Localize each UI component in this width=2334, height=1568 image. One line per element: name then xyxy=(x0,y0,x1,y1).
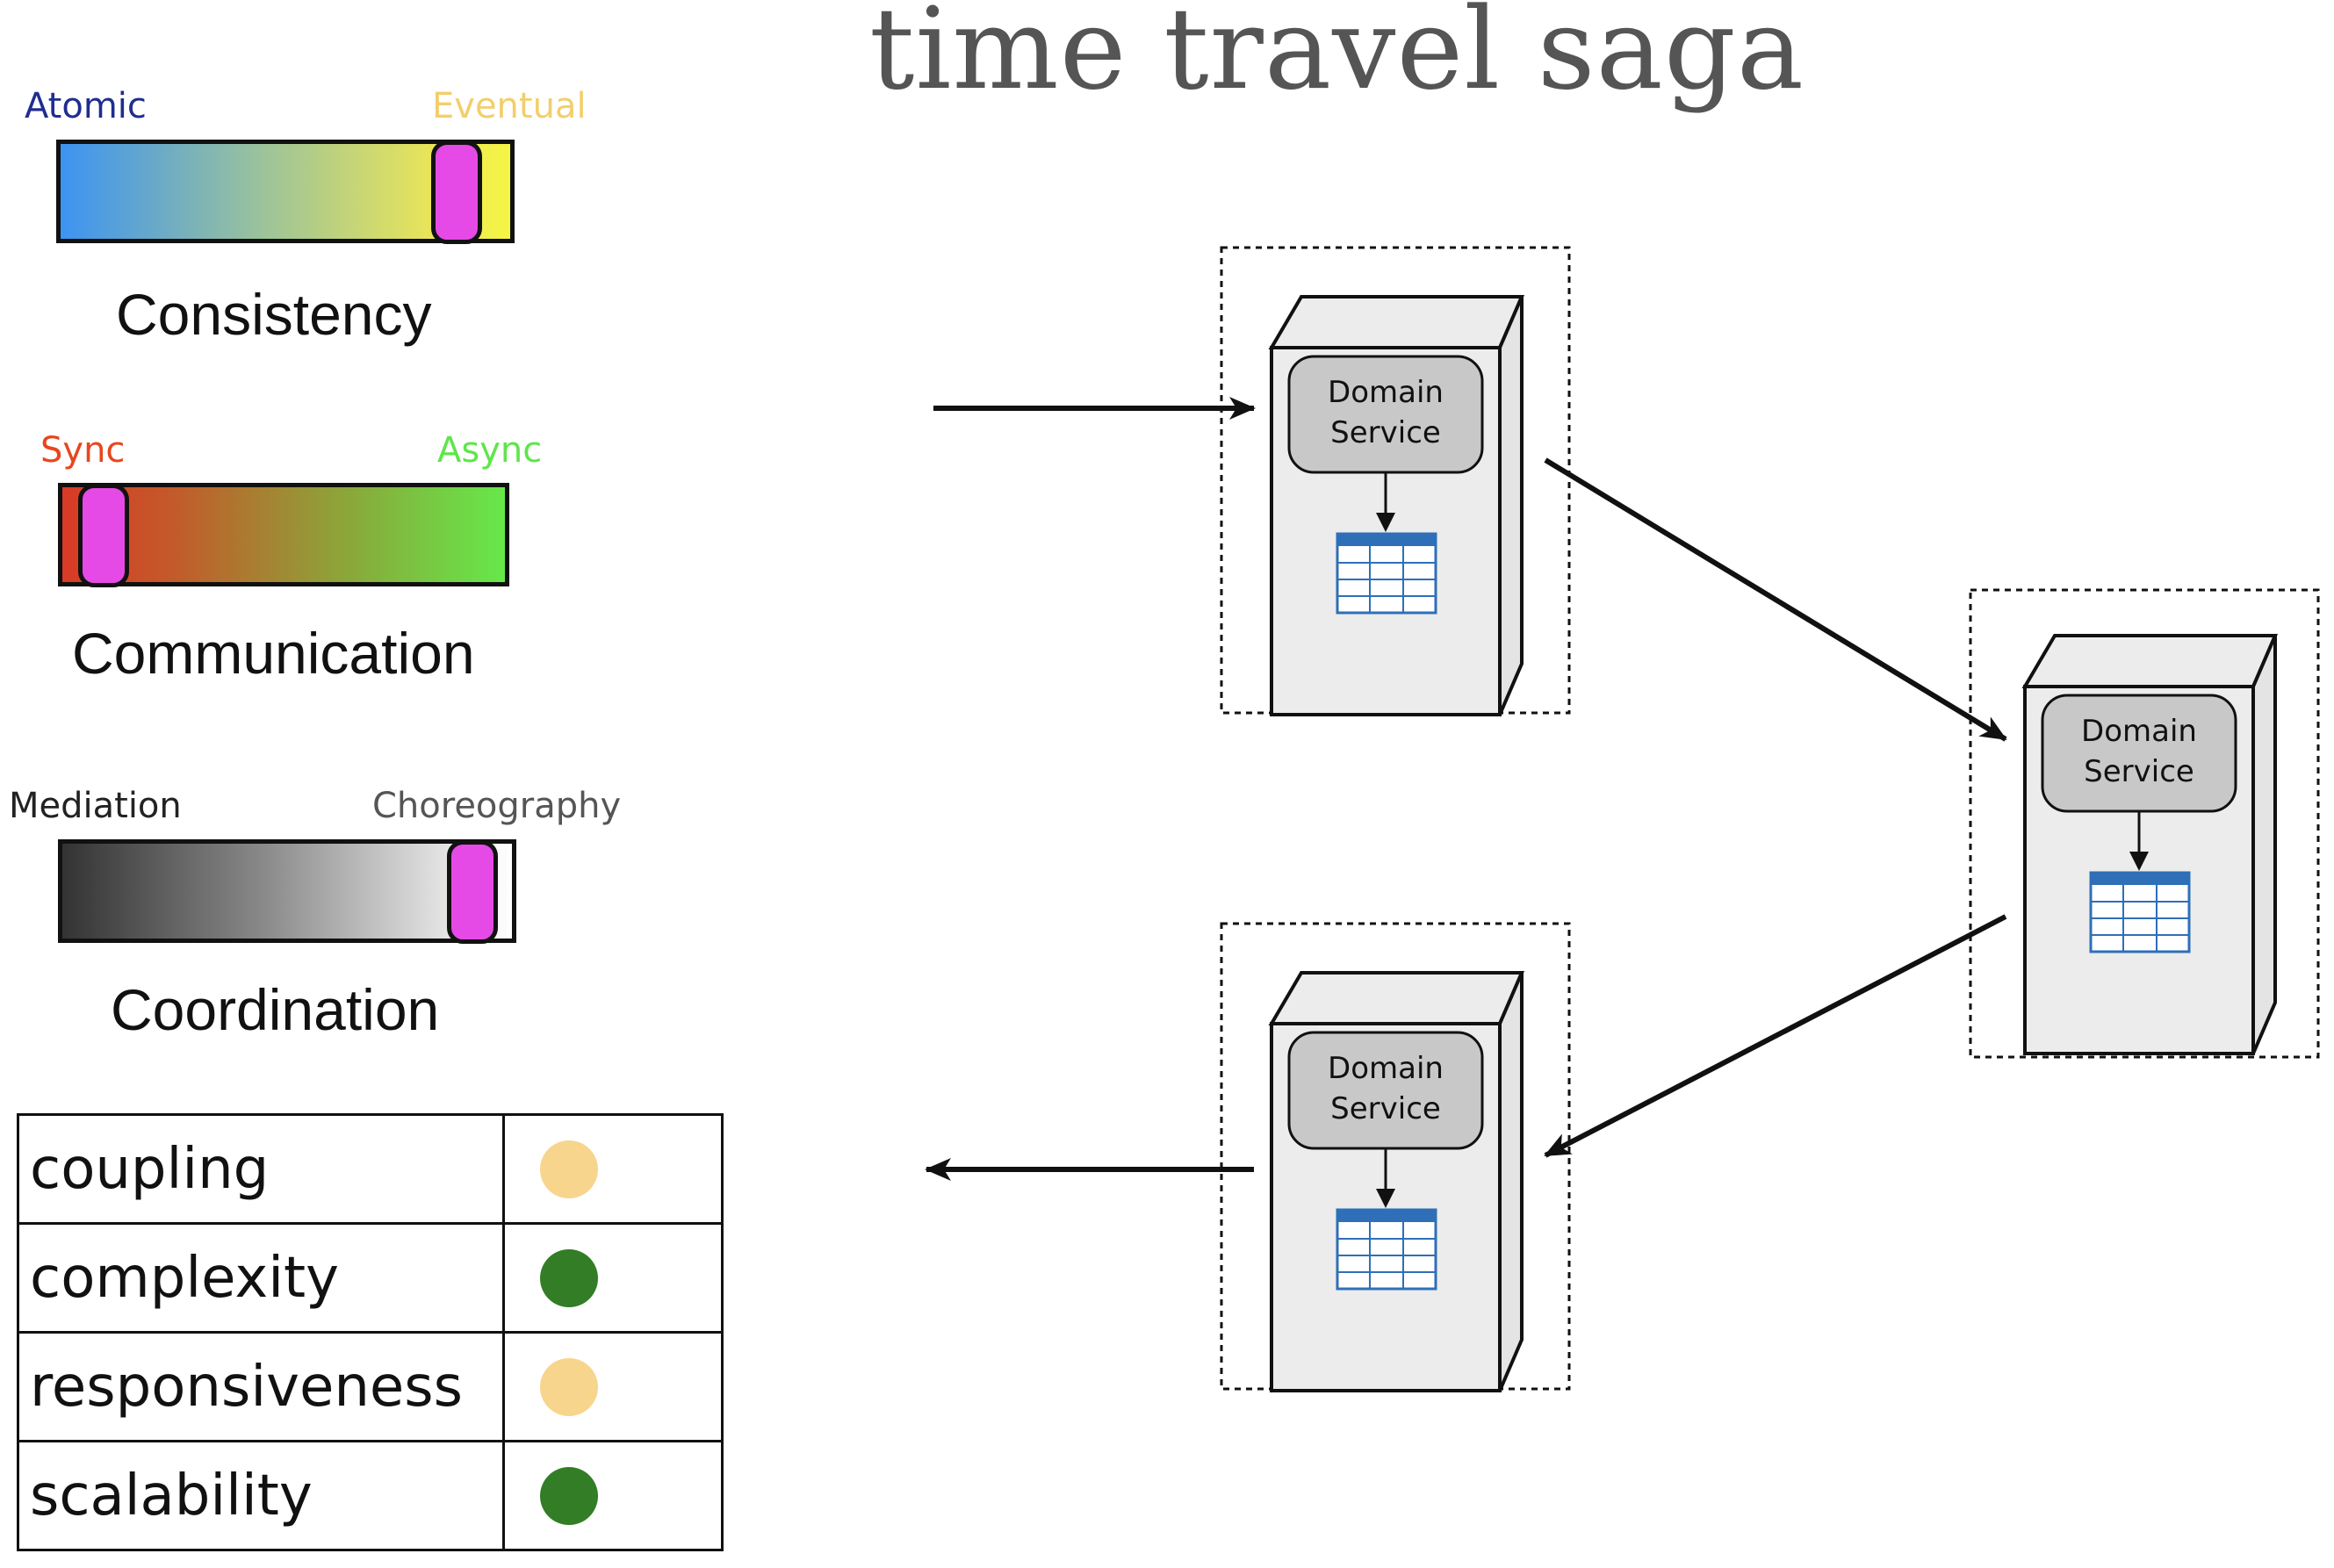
server-icon: Domain Service xyxy=(2023,632,2281,1055)
spectrum-right-label: Async xyxy=(437,430,543,471)
coordination-slider-knob xyxy=(447,840,498,944)
consistency-spectrum-bar xyxy=(56,140,515,244)
communication-spectrum-bar xyxy=(58,483,509,587)
coordination-caption: Coordination xyxy=(111,977,440,1042)
consistency-caption: Consistency xyxy=(116,282,432,347)
table-row: complexity xyxy=(17,1222,724,1334)
table-row: coupling xyxy=(17,1113,724,1225)
service-label-line2: Service xyxy=(1330,415,1441,450)
service-label-line2: Service xyxy=(1330,1091,1441,1126)
rating-name: coupling xyxy=(17,1113,505,1225)
arrow-icon xyxy=(1544,914,2007,1158)
rating-name: complexity xyxy=(17,1222,505,1334)
service-label-line1: Domain xyxy=(1328,375,1444,410)
consistency-slider-knob xyxy=(431,140,482,244)
server-icon: Domain Service xyxy=(1270,969,1528,1392)
status-dot-icon xyxy=(540,1357,598,1416)
rating-name: scalability xyxy=(17,1440,505,1551)
table-row: responsiveness xyxy=(17,1331,724,1442)
communication-caption: Communication xyxy=(72,621,475,686)
status-dot-icon xyxy=(540,1248,598,1307)
service-boundary xyxy=(1969,588,2320,1059)
ratings-table: coupling complexity responsiveness scala… xyxy=(17,1113,724,1551)
spectrum-left-label: Mediation xyxy=(9,786,182,826)
spectrum-left-label: Sync xyxy=(40,430,126,471)
rating-name: responsiveness xyxy=(17,1331,505,1442)
coordination-spectrum-bar xyxy=(58,839,516,944)
spectrum-right-label: Choreography xyxy=(372,786,622,826)
server-icon: Domain Service xyxy=(1270,293,1528,716)
status-dot-icon xyxy=(540,1140,598,1198)
table-row: scalability xyxy=(17,1440,724,1551)
arrow-icon xyxy=(1544,457,2007,742)
page-title: time travel saga xyxy=(869,0,1805,115)
service-label-line2: Service xyxy=(2084,754,2194,789)
communication-slider-knob xyxy=(78,484,129,587)
spectrum-right-label: Eventual xyxy=(432,86,587,126)
service-label-line1: Domain xyxy=(1328,1051,1444,1086)
spectrum-left-label: Atomic xyxy=(25,86,147,126)
status-dot-icon xyxy=(540,1466,598,1525)
service-label-line1: Domain xyxy=(2081,714,2197,749)
